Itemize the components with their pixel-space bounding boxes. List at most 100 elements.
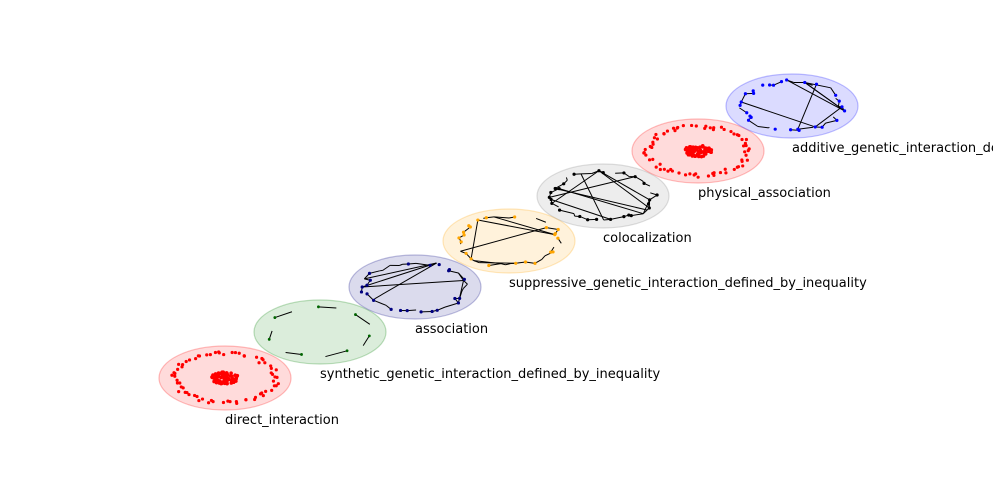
network-node — [456, 301, 461, 305]
layer-edges — [268, 306, 371, 358]
network-node — [647, 158, 652, 162]
network-node — [208, 353, 212, 357]
network-node — [642, 151, 646, 155]
network-node — [228, 374, 233, 378]
network-node — [184, 359, 188, 364]
network-node — [187, 358, 192, 362]
network-node — [736, 165, 741, 169]
network-node — [224, 377, 228, 381]
network-node — [263, 361, 267, 365]
network-node — [221, 400, 226, 405]
network-node — [212, 379, 216, 384]
network-node — [476, 218, 480, 222]
network-edge — [470, 219, 479, 259]
layer-label: physical_association — [698, 186, 831, 201]
network-edge — [610, 216, 624, 220]
network-node — [644, 153, 648, 157]
network-node — [771, 83, 776, 87]
network-node — [703, 146, 708, 150]
network-edge — [550, 199, 611, 220]
network-node — [181, 362, 185, 367]
network-node — [368, 278, 372, 282]
network-node — [271, 379, 276, 383]
network-edge — [757, 125, 769, 129]
network-node — [740, 137, 744, 142]
network-node — [194, 356, 198, 361]
network-node — [428, 263, 432, 267]
network-node — [789, 128, 793, 132]
network-node — [676, 125, 680, 130]
network-node — [317, 305, 320, 309]
network-node — [665, 129, 670, 133]
network-node — [267, 337, 271, 341]
network-node — [195, 394, 199, 399]
network-node — [629, 214, 633, 218]
network-layer: association — [348, 254, 488, 337]
network-node — [173, 371, 177, 376]
network-node — [435, 308, 439, 312]
network-edge — [463, 280, 468, 285]
network-node — [814, 82, 819, 86]
network-node — [264, 389, 268, 393]
network-node — [595, 217, 599, 221]
network-edge — [551, 170, 600, 204]
network-node — [696, 175, 700, 179]
network-node — [209, 398, 214, 403]
network-node — [723, 167, 727, 171]
network-node — [556, 236, 560, 240]
network-edge — [535, 217, 547, 223]
layer-label: suppressive_genetic_interaction_defined_… — [509, 276, 867, 291]
network-node — [549, 190, 553, 195]
layer-nodes — [738, 78, 847, 132]
network-edge — [642, 199, 651, 214]
network-node — [222, 352, 226, 357]
network-node — [820, 125, 824, 129]
network-node — [220, 381, 224, 386]
network-node — [457, 236, 461, 240]
network-node — [745, 158, 749, 162]
network-node — [175, 378, 179, 382]
network-node — [254, 355, 259, 359]
network-node — [698, 148, 703, 152]
network-node — [724, 171, 728, 175]
network-node — [389, 307, 393, 311]
network-node — [743, 92, 748, 96]
network-edge — [825, 119, 837, 124]
network-node — [179, 385, 183, 389]
network-node — [550, 201, 554, 205]
network-node — [711, 128, 715, 132]
network-node — [229, 371, 233, 376]
network-node — [654, 132, 658, 137]
network-node — [551, 250, 555, 254]
network-node — [648, 144, 652, 149]
network-node — [300, 353, 303, 356]
network-node — [200, 397, 205, 401]
network-node — [170, 373, 174, 377]
network-edge — [460, 227, 547, 252]
network-node — [688, 151, 693, 156]
network-node — [270, 372, 275, 376]
network-node — [744, 153, 748, 157]
network-edge — [382, 264, 391, 271]
network-node — [461, 230, 466, 234]
network-node — [842, 109, 847, 113]
network-edge — [362, 262, 437, 288]
network-node — [183, 390, 187, 395]
network-node — [437, 262, 441, 267]
network-node — [233, 350, 238, 355]
network-node — [732, 167, 736, 172]
network-node — [269, 364, 273, 368]
network-node — [701, 154, 706, 158]
network-node — [562, 182, 566, 186]
network-edge — [741, 101, 816, 128]
network-node — [745, 111, 749, 115]
network-edge — [493, 216, 510, 219]
network-node — [270, 388, 274, 392]
network-node — [234, 376, 238, 381]
network-node — [229, 381, 234, 385]
network-node — [761, 83, 765, 87]
network-node — [261, 394, 265, 398]
network-node — [688, 146, 693, 151]
network-node — [544, 225, 548, 230]
